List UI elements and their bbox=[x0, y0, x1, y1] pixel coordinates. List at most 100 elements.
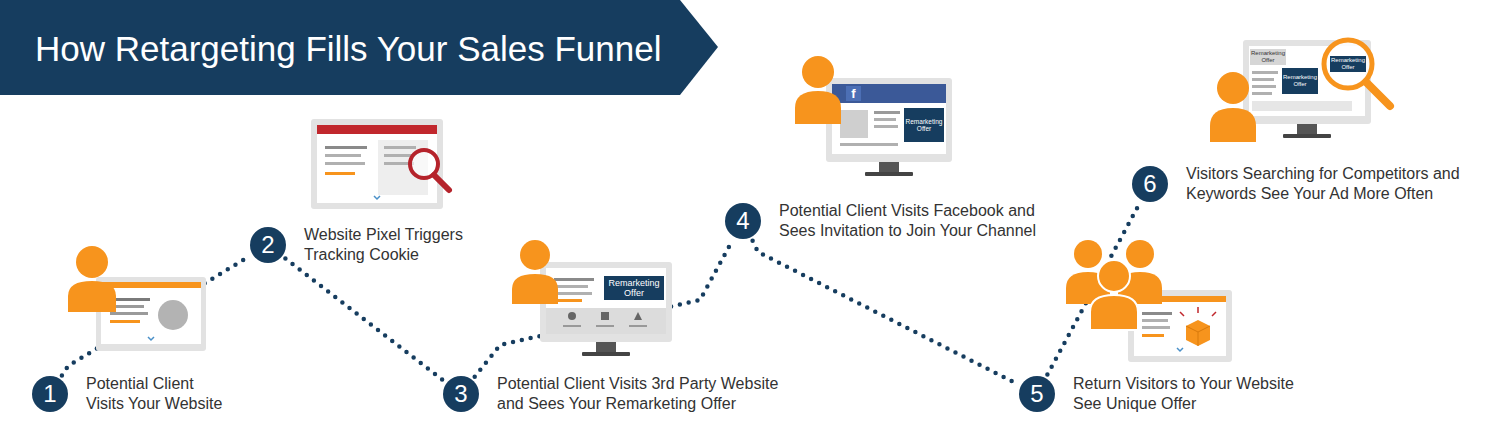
search-monitor-part bbox=[1252, 85, 1276, 88]
facebook-monitor bbox=[826, 78, 952, 176]
offer-badge: Remarketing Offer bbox=[604, 276, 664, 300]
website-screen-part bbox=[101, 282, 201, 344]
step-number: 1 bbox=[43, 382, 56, 406]
third-party-monitor-part bbox=[554, 292, 592, 295]
tracking-screen-part bbox=[325, 146, 367, 149]
tracking-screen-part bbox=[434, 175, 449, 190]
third-party-monitor-part bbox=[554, 278, 594, 281]
website-screen-part bbox=[101, 282, 201, 288]
step-circle: 5Return Visitors to Your Website See Uni… bbox=[1019, 376, 1055, 412]
third-party-monitor-part bbox=[554, 285, 588, 288]
tracking-screen-part bbox=[384, 154, 412, 157]
offer-screen-part bbox=[1142, 312, 1172, 315]
search-monitor-part bbox=[1252, 101, 1352, 111]
search-monitor-part bbox=[1283, 134, 1331, 138]
step-circle: 4Potential Client Visits Facebook and Se… bbox=[725, 203, 761, 239]
third-party-monitor-part bbox=[546, 308, 666, 334]
visitor-group-icon-part bbox=[1098, 260, 1130, 292]
third-party-monitor-part bbox=[596, 325, 614, 327]
facebook-monitor-part bbox=[874, 118, 896, 121]
search-monitor-part bbox=[1297, 124, 1317, 134]
website-screen-part bbox=[158, 300, 188, 330]
offer-screen-part bbox=[1177, 348, 1183, 351]
third-party-monitor-part bbox=[582, 352, 630, 356]
step-circle: 6Visitors Searching for Competitors and … bbox=[1132, 166, 1168, 202]
step-description: Website Pixel Triggers Tracking Cookie bbox=[304, 225, 494, 265]
person-icon-part bbox=[68, 281, 116, 312]
third-party-monitor-part bbox=[629, 325, 647, 327]
visitor-group-icon-part bbox=[1090, 295, 1138, 330]
magnifier-icon-part bbox=[1366, 82, 1390, 106]
offer-screen-part bbox=[1142, 319, 1168, 322]
offer-screen-part bbox=[1180, 307, 1216, 316]
person-icon-part bbox=[76, 246, 108, 278]
step-number: 4 bbox=[736, 209, 749, 233]
person-icon bbox=[68, 246, 116, 312]
facebook-monitor-part bbox=[832, 84, 946, 103]
step-number: 2 bbox=[261, 233, 274, 257]
facebook-monitor-part bbox=[840, 110, 868, 138]
search-monitor-part bbox=[1252, 78, 1274, 81]
facebook-monitor-part bbox=[874, 125, 898, 128]
search-monitor-part bbox=[1243, 40, 1371, 124]
third-party-monitor-part bbox=[634, 312, 642, 320]
step-circle: 2Website Pixel Triggers Tracking Cookie bbox=[250, 227, 286, 263]
offer-badge: Remarketing Offer bbox=[904, 108, 944, 142]
facebook-monitor-part bbox=[865, 172, 913, 176]
step-circle: 1Potential Client Visits Your Website bbox=[32, 376, 68, 412]
third-party-monitor-part bbox=[596, 342, 616, 352]
step-number: 6 bbox=[1143, 172, 1156, 196]
facebook-monitor-part bbox=[879, 162, 899, 172]
facebook-logo: f bbox=[846, 86, 861, 101]
third-party-monitor-part bbox=[546, 268, 666, 334]
banner-title: How Retargeting Fills Your Sales Funnel bbox=[35, 29, 661, 69]
tracking-screen-part bbox=[311, 119, 443, 209]
offer-screen-part bbox=[1186, 326, 1210, 346]
tracking-screen-part bbox=[325, 162, 365, 165]
facebook-monitor-part bbox=[874, 111, 900, 114]
offer-badge: Remarketing Offer bbox=[1330, 56, 1366, 72]
tracking-screen-part bbox=[317, 125, 437, 203]
offer-screen-part bbox=[1134, 296, 1226, 356]
magnifier-icon bbox=[1324, 40, 1390, 106]
title-banner bbox=[0, 0, 718, 95]
tracking-screen-part bbox=[374, 196, 380, 199]
visitor-group-icon bbox=[1066, 240, 1162, 330]
tracking-screen bbox=[311, 119, 449, 209]
tracking-screen-part bbox=[384, 146, 416, 149]
offer-screen-part bbox=[1142, 334, 1164, 337]
third-party-monitor bbox=[540, 262, 672, 356]
step-description: Potential Client Visits Your Website bbox=[86, 374, 231, 414]
offer-badge: Remarketing Offer bbox=[1282, 68, 1318, 94]
dotted-connector bbox=[753, 241, 1018, 384]
search-monitor bbox=[1243, 40, 1371, 138]
third-party-monitor-part bbox=[554, 299, 582, 302]
step-number: 3 bbox=[454, 382, 467, 406]
person-icon bbox=[1210, 72, 1256, 142]
person-icon-part bbox=[795, 91, 841, 124]
offer-screen-part bbox=[1142, 326, 1170, 329]
facebook-monitor-part bbox=[826, 78, 952, 162]
search-monitor-part bbox=[1252, 71, 1278, 74]
third-party-monitor-part bbox=[568, 312, 576, 320]
offer-badge: Remarketing Offer bbox=[1250, 49, 1286, 65]
step-description: Potential Client Visits Facebook and See… bbox=[779, 201, 1054, 241]
person-icon-part bbox=[520, 240, 550, 270]
search-monitor-part bbox=[1252, 92, 1272, 95]
step-circle: 3Potential Client Visits 3rd Party Websi… bbox=[443, 376, 479, 412]
person-icon-part bbox=[1217, 72, 1249, 104]
step-number: 5 bbox=[1030, 382, 1043, 406]
visitor-group-icon-part bbox=[1126, 240, 1154, 268]
step-description: Visitors Searching for Competitors and K… bbox=[1186, 164, 1476, 204]
facebook-monitor-part bbox=[832, 84, 946, 154]
dotted-connector bbox=[475, 240, 733, 376]
third-party-monitor-part bbox=[563, 325, 581, 327]
tracking-screen-part bbox=[325, 172, 355, 175]
person-icon bbox=[795, 56, 841, 124]
step-description: Return Visitors to Your Website See Uniq… bbox=[1073, 374, 1311, 414]
person-icon bbox=[512, 240, 558, 304]
tracking-screen-part bbox=[317, 125, 437, 134]
third-party-monitor-part bbox=[601, 312, 609, 320]
facebook-monitor-part bbox=[840, 143, 898, 146]
